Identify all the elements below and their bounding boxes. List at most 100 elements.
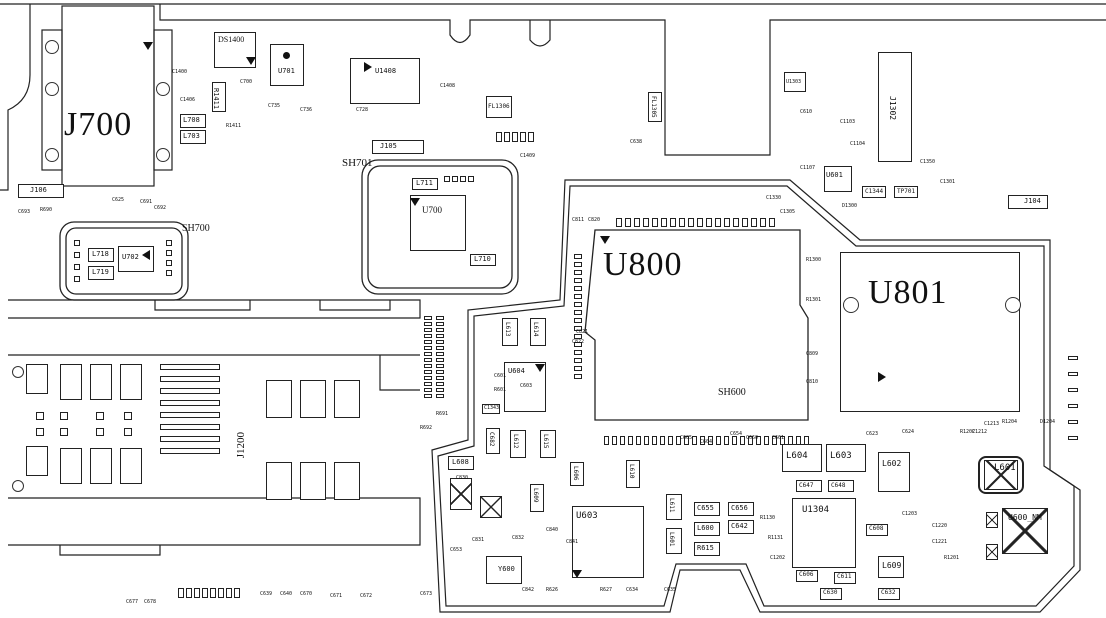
component-u701 [270,44,304,86]
tiny-label: C673 [420,591,433,597]
tiny-label: C822 [572,339,585,345]
tiny-label: C1104 [850,141,866,147]
tiny-label: C678 [144,599,157,605]
smd-pad [460,176,466,182]
component-l718 [88,248,114,262]
smd-pad [528,132,534,142]
smd-pad [732,436,737,445]
mount-hole [156,148,170,162]
smd-pad [300,462,326,500]
smd-pad [74,264,80,270]
tiny-label: C601 [494,373,507,379]
component-l606 [570,462,584,486]
smd-pad [74,252,80,258]
label-c608: C611 [837,573,852,580]
label-c647: C656 [731,504,748,512]
component-c647 [728,502,754,516]
component-xmarked [480,496,502,518]
tiny-label: D1300 [842,203,858,209]
component-l613 [502,318,518,346]
tiny-label: C623 [866,431,879,437]
smd-pad [436,328,444,332]
smd-pad [740,436,745,445]
label-j106: J106 [30,186,47,194]
smd-pad [436,358,444,362]
label-c609: C608 [869,525,884,532]
tiny-label: C831 [472,537,485,543]
smd-pad [120,448,142,484]
smd-pad [1068,356,1078,360]
smd-pad [160,424,220,430]
smd-pad [160,448,220,454]
component-l610 [626,460,640,488]
smd-pad [742,218,748,227]
label-j104: J104 [1024,197,1041,205]
tiny-label: C1406 [180,97,196,103]
smd-pad [424,346,432,350]
component-u601 [792,498,856,568]
label-tp702: FL1306 [488,103,510,110]
smd-pad [300,380,326,418]
smd-pad [670,218,676,227]
smd-pad [512,132,518,142]
component-l603 [826,444,866,472]
smd-pad [60,412,68,420]
tiny-label: C1202 [770,555,786,561]
tiny-label: C639 [260,591,273,597]
smd-pad [574,334,582,339]
label-ds1400: DS1400 [218,35,245,44]
component-r615 [448,456,474,470]
tiny-label: C635 [664,587,677,593]
label-u604: U604 [508,367,525,375]
label-l610: L610 [628,464,635,479]
pin1-marker [143,42,153,50]
tiny-label: C670 [300,591,313,597]
label-c611: C632 [881,589,896,596]
tiny-label: R690 [40,207,53,213]
label-c656: R615 [697,544,714,552]
component-u801 [840,252,1020,412]
smd-pad [616,218,622,227]
label-sh600: SH600 [718,387,746,398]
component-r1411 [212,82,226,112]
smd-pad [96,428,104,436]
component-c648 [728,520,754,534]
component-c606 [820,588,842,600]
smd-pad [796,436,801,445]
tiny-label: C830 [456,475,469,481]
tiny-label: C605 [680,435,693,441]
smd-pad [574,310,582,315]
connector-j1302 [878,52,912,162]
smd-pad [520,132,526,142]
smd-pad [751,218,757,227]
label-l719: L719 [92,268,109,276]
smd-pad [504,132,510,142]
smd-pad [788,436,793,445]
smd-pad [160,400,220,406]
label-u701: U701 [278,67,295,75]
component-l615 [540,430,556,458]
tiny-label: C671 [330,593,343,599]
pin1-marker [246,57,256,65]
smd-pad [769,218,775,227]
tiny-label: C736 [300,107,313,113]
smd-pad [436,382,444,386]
label-j1302: J1302 [888,96,897,121]
smd-pad [444,176,450,182]
component-c681 [486,428,500,454]
label-u1408: U1408 [375,67,397,75]
label-l609: L609 [532,488,539,503]
smd-pad [574,342,582,347]
label-l600: L601 [994,463,1016,473]
smd-pad [574,374,582,379]
smd-pad [424,376,432,380]
designator-u801: U801 [868,274,948,311]
smd-pad [178,588,184,598]
smd-pad [716,436,721,445]
tiny-label: R601 [494,387,507,393]
mount-hole [156,82,170,96]
component-l608 [666,528,682,554]
smd-pad [160,376,220,382]
mount-hole [843,297,859,313]
pin1-marker [142,250,150,260]
